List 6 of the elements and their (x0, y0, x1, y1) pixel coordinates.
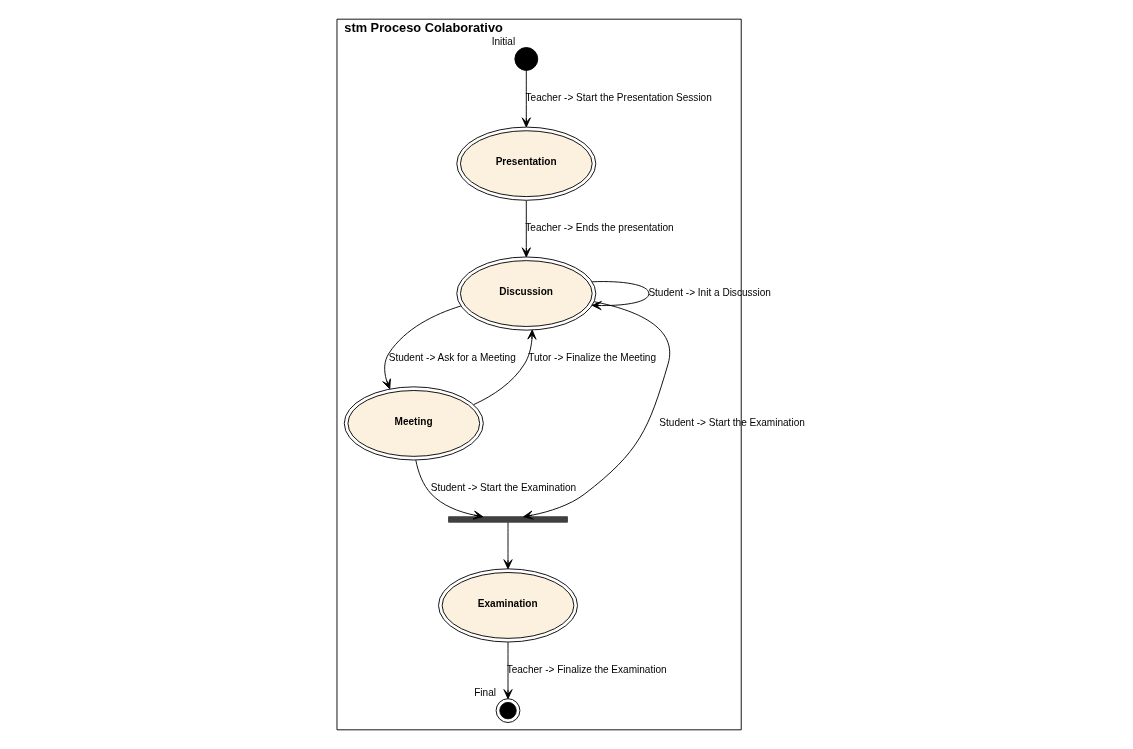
node-label: Initial (491, 35, 515, 47)
node-label: Final (473, 686, 496, 698)
edge-label: Tutor -> Finalize the Meeting (527, 352, 656, 364)
edge-label: Student -> Start the Examination (430, 481, 576, 493)
edge-label: Student -> Ask for a Meeting (388, 352, 516, 364)
edge-label: Teacher -> Finalize the Examination (506, 663, 667, 675)
